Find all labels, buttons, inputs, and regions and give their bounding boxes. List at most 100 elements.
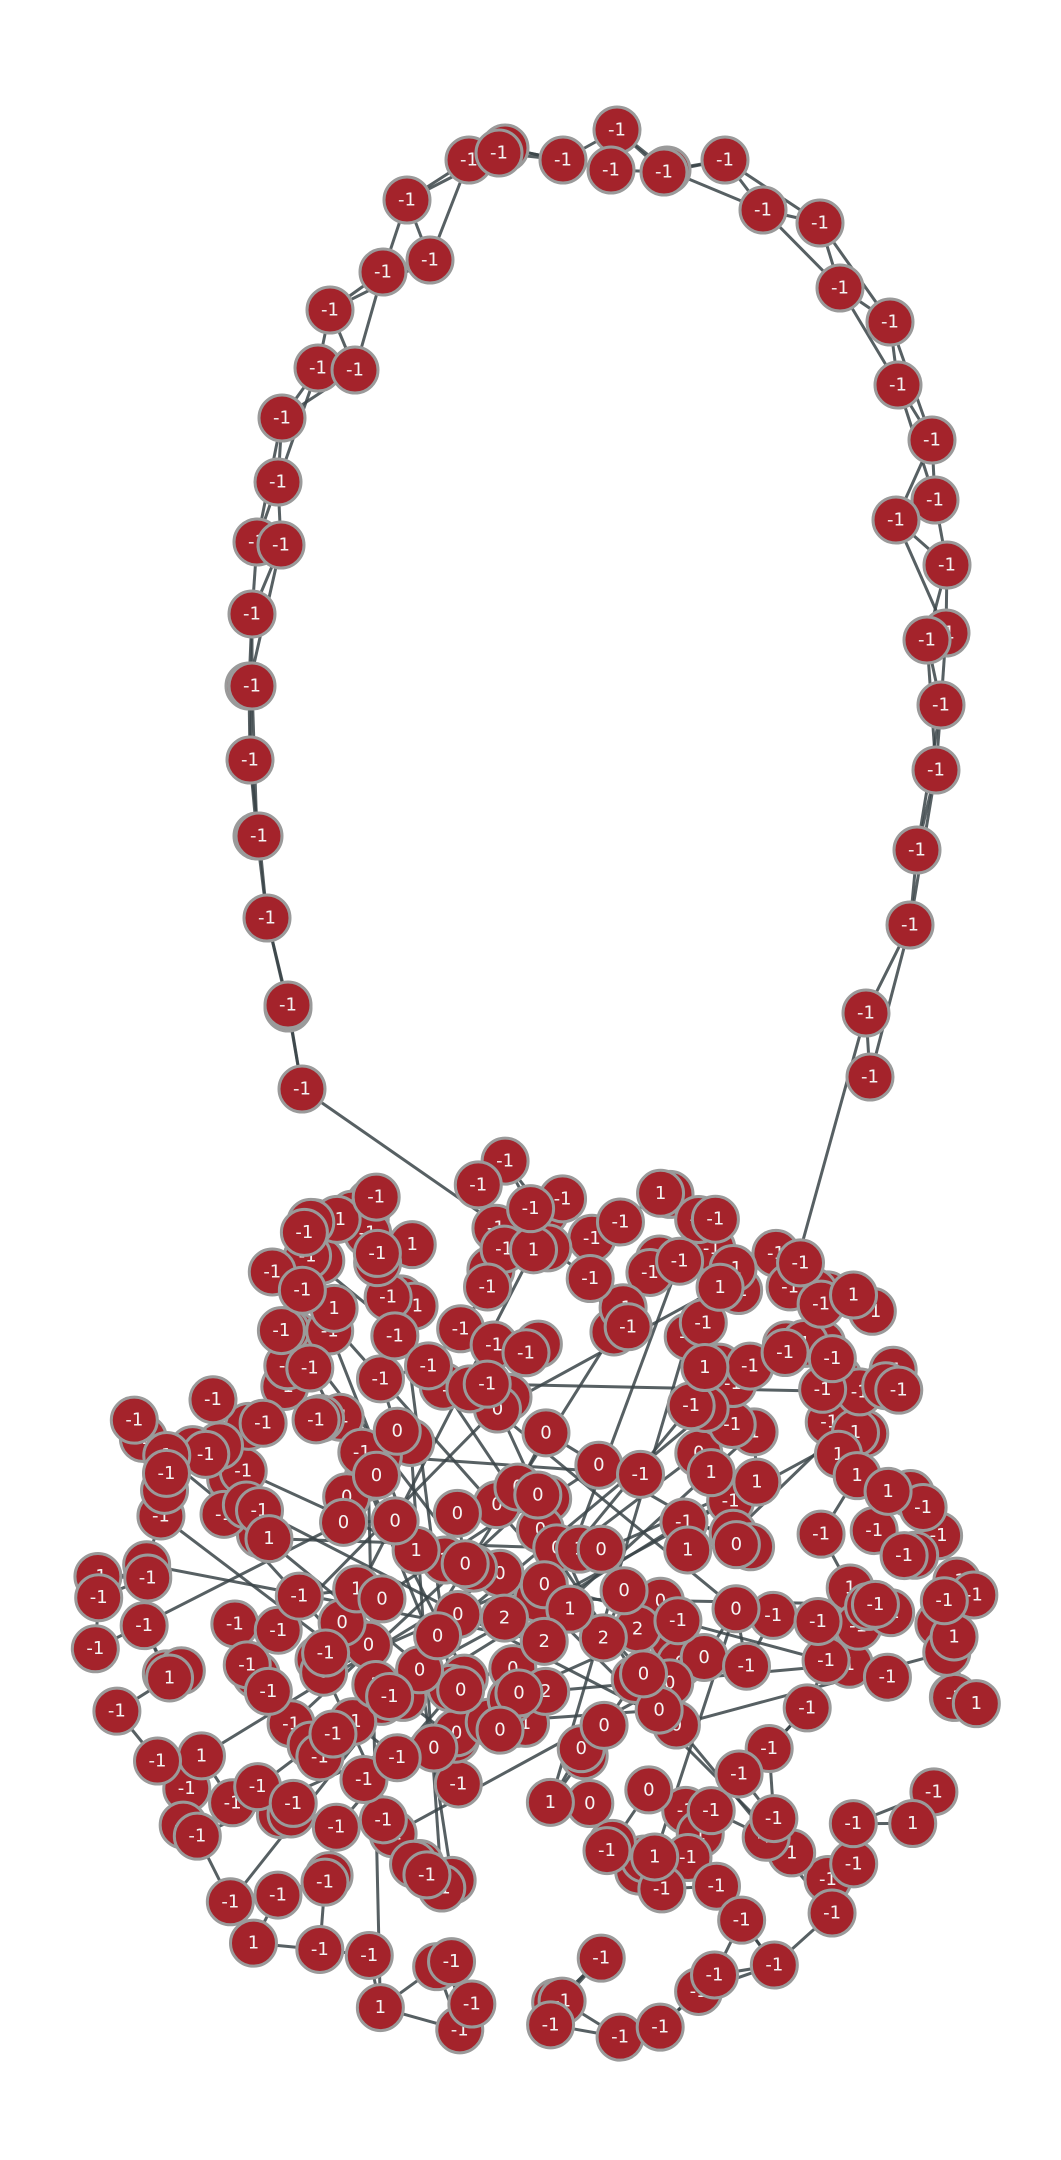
node-circle [257,393,307,443]
node-circle [225,735,275,785]
node-label: -1 [925,1781,943,1802]
graph-node: -1 [865,297,915,347]
node-label: -1 [420,1355,438,1376]
graph-edge [868,924,912,1078]
node-label: 1 [528,1239,539,1260]
node-circle [365,1671,415,1721]
graph-node: -1 [616,1449,666,1499]
node-circle [545,1584,595,1634]
node-label: -1 [583,1228,601,1249]
node-label: -1 [889,375,907,396]
node-circle [405,235,455,285]
node-label: -1 [857,1003,875,1024]
node-circle [902,615,952,665]
node-label: -1 [811,213,829,234]
node-circle [133,1736,183,1786]
node-label: -1 [259,1681,277,1702]
node-circle [692,1861,742,1911]
graph-node: 0 [475,1705,525,1755]
graph-node: 0 [599,1566,649,1616]
node-circle [513,1470,563,1520]
node-label: 0 [638,1663,649,1684]
node-label: -1 [324,1724,342,1745]
graph-node: 1 [695,1262,745,1312]
node-label: -1 [293,1079,311,1100]
graph-node: 2 [519,1616,569,1666]
graph-node: -1 [595,1197,645,1247]
node-label: -1 [496,1151,514,1172]
graph-node: 1 [145,1653,195,1703]
node-label: -1 [204,1389,222,1410]
node-label: -1 [188,1826,206,1847]
node-label: -1 [463,1994,481,2015]
node-label: 1 [882,1481,893,1502]
graph-node: -1 [330,345,380,395]
graph-node: -1 [427,1937,477,1987]
node-circle [686,1786,736,1836]
node-label: -1 [723,1414,741,1435]
node-label: 0 [428,1738,439,1759]
node-circle [700,135,750,185]
node-circle [263,980,313,1030]
node-label: -1 [290,1586,308,1607]
node-circle [234,811,284,861]
node-circle [686,1448,736,1498]
node-label: 0 [391,1421,402,1442]
graph-node: 1 [525,1777,575,1827]
graph-node: -1 [352,1228,402,1278]
node-circle [295,1924,345,1974]
node-label: -1 [388,1747,406,1768]
graph-node: -1 [692,1861,742,1911]
node-label: -1 [317,1643,335,1664]
node-label: -1 [374,1809,392,1830]
graph-node: 0 [436,1665,486,1715]
graph-node: -1 [592,105,642,155]
node-circle [427,1937,477,1987]
graph-node: 0 [357,1574,407,1624]
graph-node: -1 [862,1652,912,1702]
node-circle [595,1197,645,1247]
node-circle [760,1328,810,1378]
node-label: -1 [478,1374,496,1395]
node-label: -1 [485,1335,503,1356]
node-label: 2 [538,1631,549,1652]
node-label: 0 [539,1574,550,1595]
node-circle [74,1573,124,1623]
graph-node: -1 [722,1641,772,1691]
node-label: -1 [372,1368,390,1389]
graph-node: 1 [355,1983,405,2033]
node-label: -1 [272,1320,290,1341]
node-label: -1 [817,1650,835,1671]
graph-node: -1 [700,135,750,185]
node-circle [357,1574,407,1624]
node-label: 0 [432,1625,443,1646]
graph-node: -1 [405,235,455,285]
node-circle [630,1832,680,1882]
node-label: -1 [878,1667,896,1688]
node-circle [253,457,303,507]
node-circle [301,1628,351,1678]
node-label: -1 [269,1620,287,1641]
node-label: -1 [517,1342,535,1363]
node-circle [436,1665,486,1715]
node-circle [291,1395,341,1445]
node-circle [722,1641,772,1691]
node-circle [432,1488,482,1538]
graph-node: -1 [293,343,343,393]
node-label: -1 [881,312,899,333]
node-circle [639,147,689,197]
node-circle [879,1531,929,1581]
node-circle [796,1509,846,1559]
graph-node: -1 [279,1207,329,1257]
node-label: 0 [595,1539,606,1560]
graph-node: -1 [916,680,966,730]
graph-node: 1 [176,1731,226,1781]
node-circle [888,1799,938,1849]
node-circle [319,1497,369,1547]
node-label: 1 [407,1234,418,1255]
graph-node: -1 [172,1811,222,1861]
node-label: -1 [792,1252,810,1273]
graph-node: -1 [133,1736,183,1786]
node-label: -1 [243,604,261,625]
node-circle [695,1262,745,1312]
